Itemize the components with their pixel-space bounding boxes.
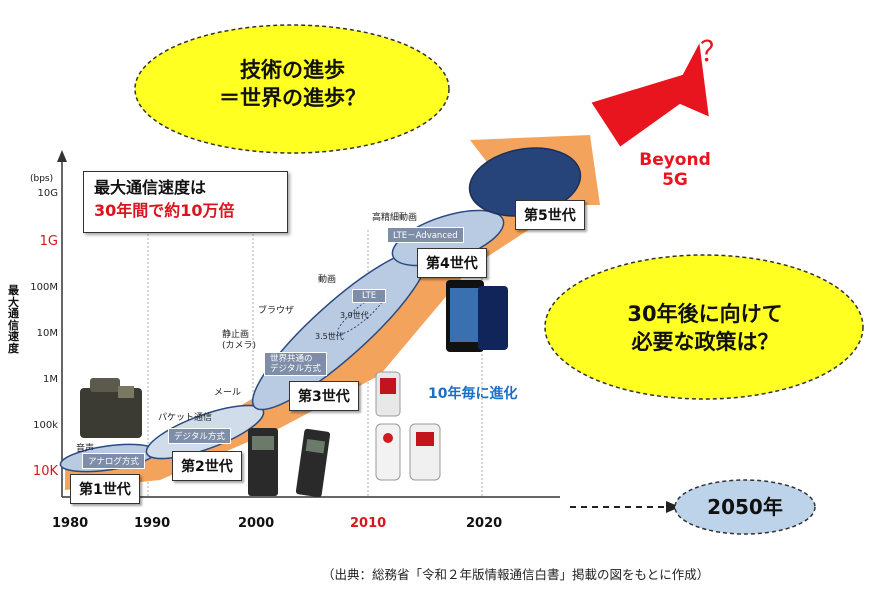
note-still-line2: (カメラ) (222, 341, 257, 352)
gen4-label: 第4世代 (417, 248, 487, 278)
speed-box-line1: 最大通信速度は (94, 178, 207, 197)
bubble-right (544, 254, 864, 400)
xtick-2010: 2010 (350, 516, 387, 531)
tag-world-digital: 世界共通の デジタル方式 (264, 352, 327, 377)
gen1-label: 第1世代 (70, 474, 140, 504)
bubble-top-line2: ＝世界の進歩？ (219, 86, 366, 111)
beyond-5g-label: Beyond 5G (620, 150, 730, 191)
note-still-line1: 静止画 (222, 330, 250, 340)
bubble-right-line2: 必要な政策は？ (631, 330, 779, 355)
ytick-100k: 100k (33, 420, 58, 431)
question-mark: ？ (700, 35, 729, 68)
beyond-5g-arrow (588, 36, 712, 150)
ytick-10m: 10M (36, 328, 58, 339)
phone-gen2-icon (248, 428, 331, 498)
tag-g35: 3.5世代 (315, 332, 344, 341)
phone-gen4-icon (446, 280, 508, 352)
bubble-right-text: 30年後に向けて 必要な政策は？ (580, 300, 830, 357)
gen2-label: 第2世代 (172, 451, 242, 481)
gen3-label: 第3世代 (289, 381, 359, 411)
ytick-1m: 1M (43, 374, 58, 385)
xtick-2020: 2020 (466, 516, 503, 531)
bubble-top-text: 技術の進歩 ＝世界の進歩？ (180, 56, 405, 113)
ytick-10k: 10K (32, 464, 58, 479)
y-unit: (bps) (30, 174, 54, 184)
tag-world-line2: デジタル方式 (270, 364, 321, 375)
note-mail: メール (214, 388, 242, 398)
tag-analog: アナログ方式 (82, 453, 145, 469)
bubble-top (134, 24, 450, 154)
beyond-line2: 5G (662, 170, 688, 191)
tag-g39: 3.9世代 (340, 311, 369, 320)
note-packet: パケット通信 (158, 413, 213, 423)
note-video: 動画 (318, 275, 337, 285)
bubble-2050-text: 2050年 (707, 495, 783, 519)
note-browser: ブラウザ (258, 306, 295, 316)
tag-lte-advanced: LTE－Advanced (387, 227, 464, 243)
beyond-line1: Beyond (639, 150, 711, 170)
phone-gen1-icon (80, 378, 142, 438)
tag-world-line1: 世界共通の (270, 354, 313, 364)
xtick-2000: 2000 (238, 516, 275, 531)
tag-digital: デジタル方式 (168, 428, 231, 444)
xtick-1980: 1980 (52, 516, 89, 531)
note-hd-video: 高精細動画 (372, 213, 418, 223)
tag-lte: LTE (352, 289, 387, 303)
evolution-text: 10年毎に進化 (428, 386, 518, 402)
ytick-100m: 100M (30, 282, 58, 293)
note-voice: 音声 (76, 444, 95, 454)
speed-box: 最大通信速度は 30年間で約10万倍 (83, 171, 288, 233)
gen5-label: 第5世代 (515, 200, 585, 230)
note-still: 静止画 (カメラ) (222, 330, 256, 353)
y-axis-arrowhead (57, 150, 67, 162)
speed-box-line2: 30年間で約10万倍 (94, 201, 235, 221)
bubble-top-line1: 技術の進歩 (240, 58, 345, 82)
ytick-10g: 10G (37, 188, 58, 199)
bubble-right-line1: 30年後に向けて (627, 302, 783, 326)
y-axis-label: 最大通信速度 (8, 284, 19, 355)
bubble-2050 (674, 479, 816, 535)
future-arrowhead (666, 501, 680, 513)
xtick-1990: 1990 (134, 516, 171, 531)
source-note: （出典：総務省「令和２年版情報通信白書」掲載の図をもとに作成） (322, 567, 710, 582)
phone-gen3-icon (375, 371, 441, 481)
ytick-1g: 1G (39, 234, 58, 249)
